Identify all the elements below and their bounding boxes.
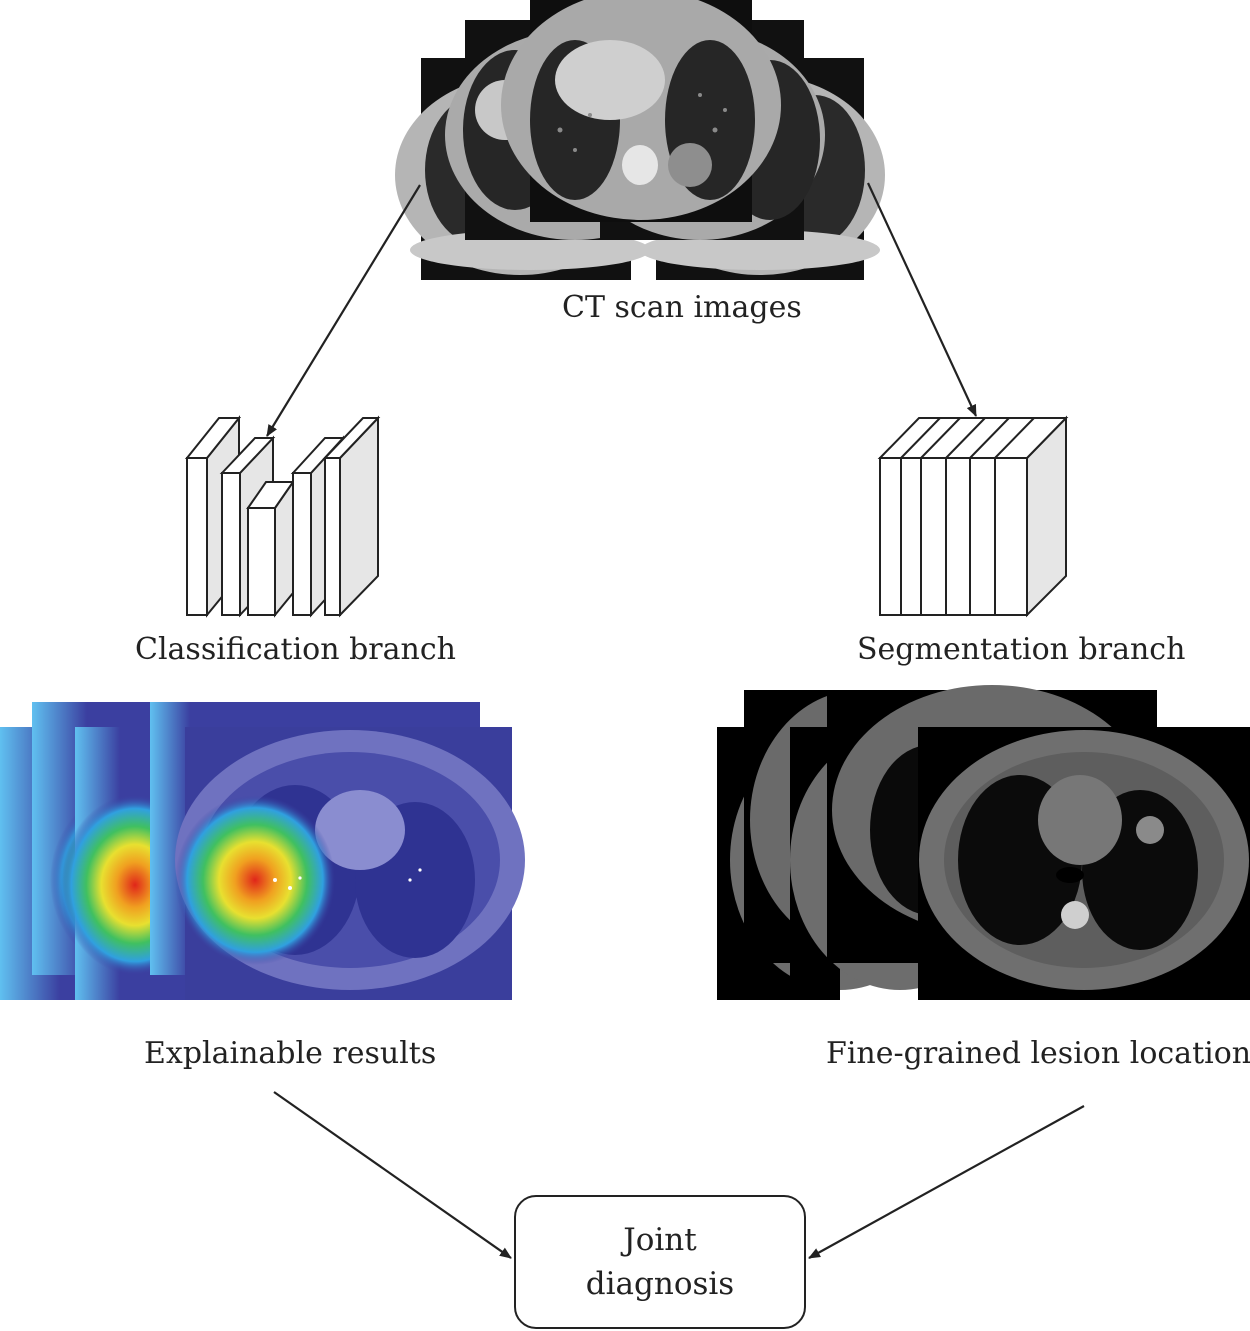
joint-diagnosis-box: Joint diagnosis <box>514 1195 806 1329</box>
cls-block-5 <box>322 415 381 618</box>
joint-diagnosis-line1: Joint <box>623 1222 697 1258</box>
classification-branch-label: Classification branch <box>135 632 456 667</box>
arrow-explainable-to-joint <box>273 1091 512 1259</box>
arrow-ct-to-classification <box>266 184 421 437</box>
ct-slice-3 <box>501 0 781 222</box>
segmentation-network-icon <box>877 415 1069 618</box>
arrow-ct-to-segmentation <box>867 182 977 417</box>
explainable-results-label: Explainable results <box>144 1036 437 1071</box>
joint-diagnosis-line2: diagnosis <box>585 1266 735 1302</box>
segmentation-branch-label: Segmentation branch <box>857 632 1186 667</box>
lesion-slice-5 <box>918 727 1250 1000</box>
cls-block-3 <box>246 478 295 618</box>
ct-scan-label: CT scan images <box>562 290 802 325</box>
classification-network-icon <box>184 415 381 618</box>
arrows <box>266 182 1085 1259</box>
lesion-ct-stack <box>717 685 1250 1000</box>
heatmap-slice-5 <box>175 727 525 1000</box>
heatmap-stack <box>0 702 525 1000</box>
fine-grained-lesion-label: Fine-grained lesion locations <box>826 1036 1250 1071</box>
arrow-lesion-to-joint <box>808 1105 1085 1259</box>
ct-scan-stack <box>395 0 885 280</box>
